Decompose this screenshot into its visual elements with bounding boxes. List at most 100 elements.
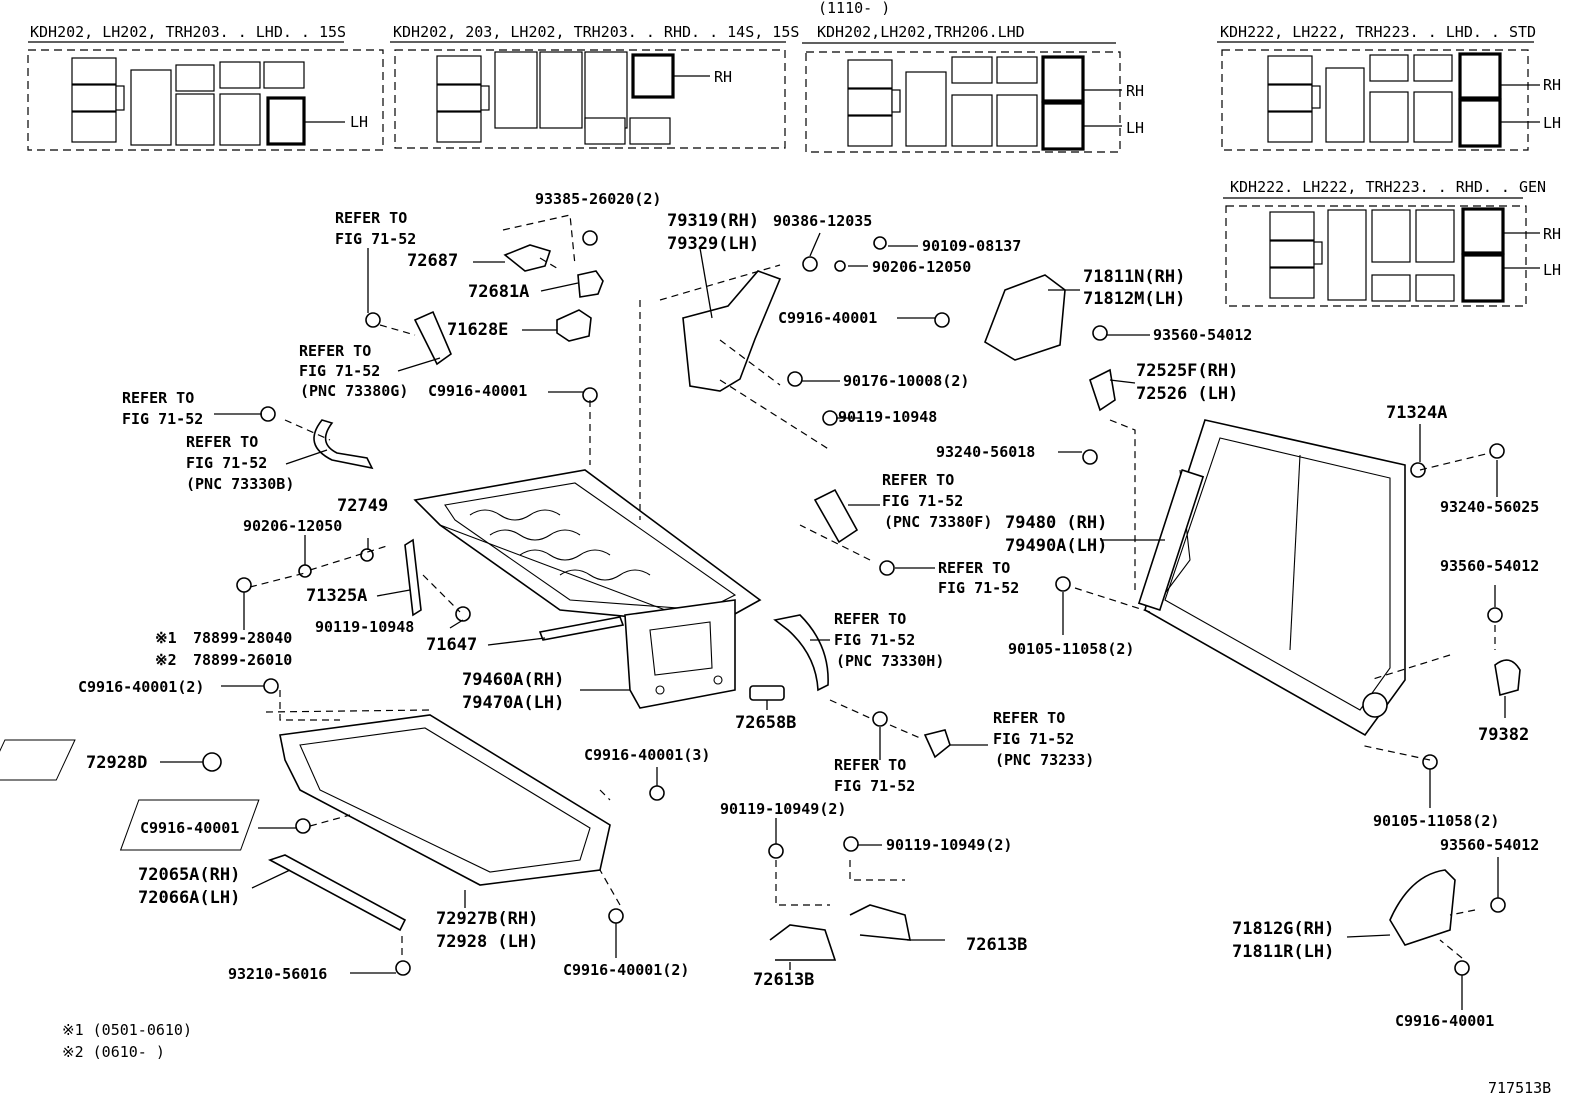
refer-4c: (PNC 73330B): [186, 475, 294, 493]
refer-4a: REFER TO: [186, 433, 258, 451]
side-tag-rh: RH: [1126, 82, 1144, 100]
side-tag-lh: LH: [1126, 119, 1144, 137]
leader-lines: [160, 232, 1506, 1010]
label-72613b-left: 72613B: [753, 970, 814, 990]
label-72658b: 72658B: [735, 713, 796, 733]
label-71812m: 71812M(LH): [1083, 289, 1185, 309]
label-72525f: 72525F(RH): [1136, 361, 1238, 381]
refer-5b: FIG 71-52: [882, 492, 963, 510]
label-c9916-f: C9916-40001(2): [563, 961, 689, 979]
refer-9b: FIG 71-52: [834, 777, 915, 795]
label-93240-b: 93240-56025: [1440, 498, 1539, 516]
label-78899-a: 78899-28040: [193, 629, 292, 647]
label-72526: 72526 (LH): [1136, 384, 1238, 404]
refer-3b: FIG 71-52: [122, 410, 203, 428]
label-72687: 72687: [407, 251, 458, 271]
layout-panel-5: KDH222. LH222, TRH223. . RHD. . GEN RH L…: [1223, 178, 1561, 307]
label-c9916-g: C9916-40001: [1395, 1012, 1494, 1030]
label-93560-a: 93560-54012: [1153, 326, 1252, 344]
label-72066a: 72066A(LH): [138, 888, 240, 908]
layout-header-4: KDH222, LH222, TRH223. . LHD. . STD: [1220, 23, 1536, 41]
side-tag-rh: RH: [1543, 76, 1561, 94]
refer-2c: (PNC 73380G): [300, 382, 408, 400]
diagram-id: 717513B: [1488, 1079, 1551, 1097]
side-tag-lh: LH: [1543, 261, 1561, 279]
label-90119-b: 90119-10948: [315, 618, 414, 636]
refer-7a: REFER TO: [834, 610, 906, 628]
label-71647: 71647: [426, 635, 477, 655]
layout-panel-3: (1110- ) KDH202,LH202,TRH206.LHD RH LH: [802, 0, 1144, 153]
layout-panel-1: KDH202, LH202, TRH203. . LHD. . 15S LH: [27, 23, 384, 151]
label-72613b-right: 72613B: [966, 935, 1027, 955]
part-labels: 93385-26020(2) 79319(RH) 90386-12035 793…: [62, 190, 1551, 1097]
refer-9a: REFER TO: [834, 756, 906, 774]
seat-riser-bracket: [624, 599, 736, 709]
refer-1a: REFER TO: [335, 209, 407, 227]
refer-6b: FIG 71-52: [938, 579, 1019, 597]
side-tag-lh: LH: [350, 113, 368, 131]
label-90206-a: 90206-12050: [872, 258, 971, 276]
refer-1b: FIG 71-52: [335, 230, 416, 248]
small-parts: [202, 230, 1521, 976]
label-79319: 79319(RH): [667, 211, 759, 231]
label-79490a: 79490A(LH): [1005, 536, 1107, 556]
label-71325a: 71325A: [306, 586, 367, 606]
label-71628e: 71628E: [447, 320, 508, 340]
label-90386: 90386-12035: [773, 212, 872, 230]
label-78899-b: 78899-26010: [193, 651, 292, 669]
label-c9916-b: C9916-40001: [778, 309, 877, 327]
side-tag-rh: RH: [1543, 225, 1561, 243]
label-79470a: 79470A(LH): [462, 693, 564, 713]
refer-7c: (PNC 73330H): [836, 652, 944, 670]
label-90176: 90176-10008(2): [843, 372, 969, 390]
label-71811r: 71811R(LH): [1232, 942, 1334, 962]
refer-7b: FIG 71-52: [834, 631, 915, 649]
mark-1: ※1: [155, 629, 177, 647]
label-71324a: 71324A: [1386, 403, 1447, 423]
label-c9916-c: C9916-40001(2): [78, 678, 204, 696]
label-90105-a: 90105-11058(2): [1008, 640, 1134, 658]
label-93385: 93385-26020(2): [535, 190, 661, 208]
label-90109: 90109-08137: [922, 237, 1021, 255]
seat-cushion-frame: [413, 469, 762, 626]
refer-2b: FIG 71-52: [299, 362, 380, 380]
refer-4b: FIG 71-52: [186, 454, 267, 472]
label-71811n: 71811N(RH): [1083, 267, 1185, 287]
footnote-2: ※2 (0610- ): [62, 1043, 165, 1061]
layout-header-3: KDH202,LH202,TRH206.LHD: [817, 23, 1025, 41]
layout-panel-4: KDH222, LH222, TRH223. . LHD. . STD RH L…: [1217, 23, 1561, 151]
label-93560-c: 93560-54012: [1440, 836, 1539, 854]
refer-8c: (PNC 73233): [995, 751, 1094, 769]
layout-header-1: KDH202, LH202, TRH203. . LHD. . 15S: [30, 23, 346, 41]
label-72928d: 72928D: [86, 753, 147, 773]
label-90119-c: 90119-10949(2): [720, 800, 846, 818]
label-71812g: 71812G(RH): [1232, 919, 1334, 939]
dashed-leaders: [249, 214, 1496, 959]
footnote-1: ※1 (0501-0610): [62, 1021, 192, 1039]
label-90119-a: 90119-10948: [838, 408, 937, 426]
label-90206-b: 90206-12050: [243, 517, 342, 535]
under-tray: [0, 714, 611, 886]
label-72927b: 72927B(RH): [436, 909, 538, 929]
label-93560-b: 93560-54012: [1440, 557, 1539, 575]
refer-3a: REFER TO: [122, 389, 194, 407]
layout-panel-2: KDH202, 203, LH202, TRH203. . RHD. . 14S…: [390, 23, 799, 149]
label-72065a: 72065A(RH): [138, 865, 240, 885]
label-90119-d: 90119-10949(2): [886, 836, 1012, 854]
label-90105-b: 90105-11058(2): [1373, 812, 1499, 830]
label-79329: 79329(LH): [667, 234, 759, 254]
label-79460a: 79460A(RH): [462, 670, 564, 690]
side-tag-rh: RH: [714, 68, 732, 86]
layout-header-2: KDH202, 203, LH202, TRH203. . RHD. . 14S…: [393, 23, 799, 41]
mark-2: ※2: [155, 651, 177, 669]
label-79382: 79382: [1478, 725, 1529, 745]
label-72681a: 72681A: [468, 282, 529, 302]
layout-header-5: KDH222. LH222, TRH223. . RHD. . GEN: [1230, 178, 1546, 196]
label-72749: 72749: [337, 496, 388, 516]
refer-2a: REFER TO: [299, 342, 371, 360]
label-93240-a: 93240-56018: [936, 443, 1035, 461]
label-79480: 79480 (RH): [1005, 513, 1107, 533]
refer-5c: (PNC 73380F): [884, 513, 992, 531]
refer-8a: REFER TO: [993, 709, 1065, 727]
label-c9916-d: C9916-40001(3): [584, 746, 710, 764]
